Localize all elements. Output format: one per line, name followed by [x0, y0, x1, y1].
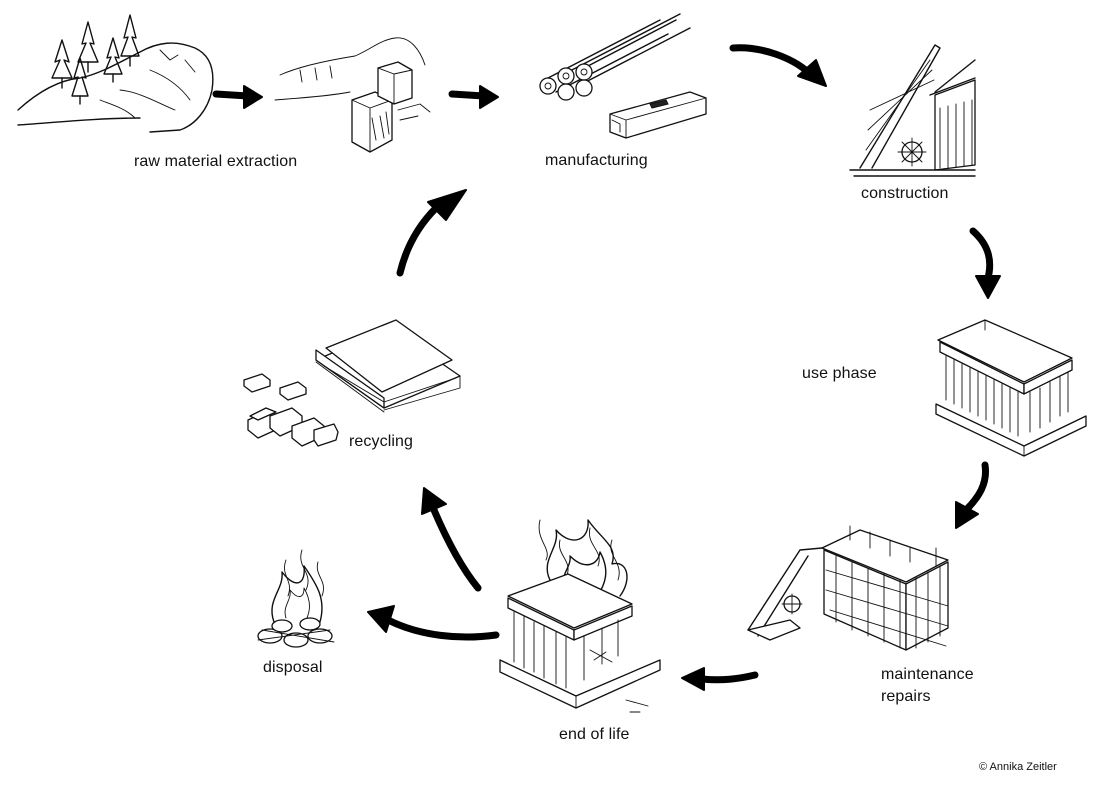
forest-hills-illustration — [17, 14, 214, 133]
arrow-end-of-life-to-recycling — [421, 487, 482, 592]
arrow-construction-to-use — [969, 227, 1001, 299]
arrow-end-of-life-to-disposal — [367, 605, 500, 641]
crane-illustration — [849, 44, 976, 177]
copyright-credit: © Annika Zeitler — [979, 761, 1057, 773]
label-disposal: disposal — [263, 659, 323, 676]
arrow-maintenance-to-end-of-life — [681, 667, 759, 691]
label-end-of-life: end of life — [559, 726, 630, 743]
label-recycling: recycling — [349, 433, 414, 450]
arrow-manufacturing-to-construction — [729, 44, 827, 87]
bonfire-illustration — [257, 549, 335, 648]
temple-illustration — [935, 319, 1087, 457]
arrow-quarry-to-manufacturing — [448, 85, 499, 109]
label-raw-material-extraction: raw material extraction — [134, 153, 298, 170]
arrow-use-to-maintenance — [955, 461, 990, 529]
label-maintenance-repairs: maintenance repairs — [881, 666, 974, 705]
burning-temple-illustration — [499, 519, 661, 713]
quarry-illustration — [274, 37, 431, 153]
arrow-recycling-to-manufacturing — [396, 189, 467, 277]
label-use-phase: use phase — [802, 365, 877, 382]
label-manufacturing: manufacturing — [545, 152, 648, 169]
scaffold-illustration — [747, 525, 949, 651]
arrow-extraction-to-quarry — [212, 85, 263, 109]
label-construction: construction — [861, 185, 949, 202]
logs-illustration — [539, 13, 707, 139]
stone-slabs-illustration — [243, 319, 461, 447]
